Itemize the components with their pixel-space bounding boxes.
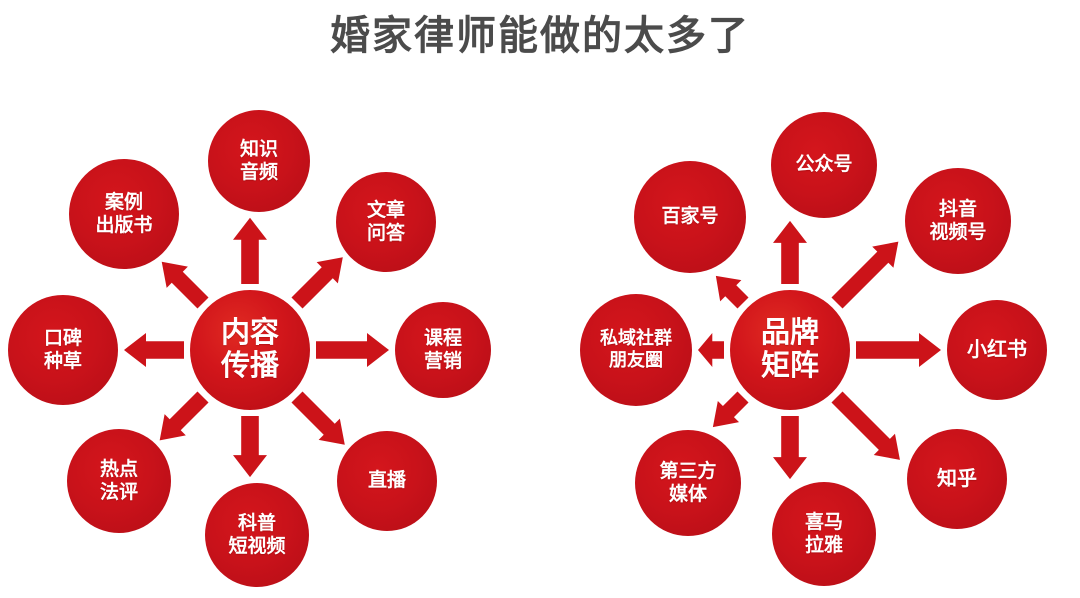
node-bubble-baijiahao[interactable]: 百家号 (634, 161, 746, 273)
arrow-wechat-official (773, 220, 807, 284)
node-bubble-livestream[interactable]: 直播 (337, 431, 437, 531)
center-label-line: 品牌 (760, 316, 819, 349)
node-label-line: 营销 (423, 351, 462, 372)
node-label-line: 拉雅 (804, 535, 843, 556)
arrow-ximalaya (773, 416, 807, 480)
node-label-line: 小红书 (967, 338, 1027, 361)
center-label-line: 传播 (220, 350, 279, 382)
node-label-line: 课程 (423, 327, 462, 349)
center-bubble-brand-matrix[interactable]: 品牌矩阵 (730, 290, 850, 410)
center-label-line: 矩阵 (760, 350, 819, 382)
node-bubble-douyin-channels[interactable]: 抖音视频号 (905, 168, 1011, 274)
node-bubble-private-community[interactable]: 私域社群朋友圈 (580, 294, 692, 406)
node-label-line: 口碑 (43, 327, 82, 349)
node-label-line: 热点 (99, 458, 138, 480)
node-label-line: 法评 (99, 482, 138, 503)
node-label-line: 视频号 (929, 222, 987, 243)
center-bubble-content-distribution[interactable]: 内容传播 (190, 290, 310, 410)
node-bubble-course-marketing[interactable]: 课程营销 (395, 302, 491, 398)
arrow-hot-legal-review (149, 386, 214, 451)
node-label-line: 媒体 (668, 484, 707, 505)
node-label-line: 公众号 (795, 154, 853, 176)
center-label-line: 内容 (220, 316, 279, 349)
node-label-line: 问答 (366, 223, 405, 244)
arrow-private-community (698, 333, 724, 367)
node-bubble-xiaohongshu[interactable]: 小红书 (947, 300, 1047, 400)
arrow-xiaohongshu (856, 333, 941, 367)
node-bubble-word-of-mouth[interactable]: 口碑种草 (8, 295, 118, 405)
arrow-word-of-mouth (124, 333, 184, 367)
node-bubble-ximalaya[interactable]: 喜马拉雅 (772, 482, 876, 586)
page-title: 婚家律师能做的太多了 (330, 14, 750, 58)
node-label-line: 朋友圈 (609, 350, 663, 370)
arrow-science-shorts (233, 416, 267, 478)
node-bubble-article-qa[interactable]: 文章问答 (336, 172, 436, 272)
arrow-case-book (151, 251, 214, 314)
node-label-line: 直播 (367, 470, 406, 492)
node-bubble-hot-legal-review[interactable]: 热点法评 (67, 429, 171, 533)
node-label-line: 科普 (237, 512, 276, 534)
node-label-line: 音频 (239, 162, 278, 183)
node-label-line: 百家号 (661, 206, 719, 228)
node-label-line: 种草 (43, 351, 82, 372)
node-label-line: 喜马 (804, 511, 843, 533)
arrow-douyin-channels (826, 231, 909, 314)
arrow-baijiahao (706, 266, 754, 314)
node-label-line: 抖音 (938, 198, 977, 220)
node-label-line: 知识 (239, 138, 278, 160)
node-bubble-wechat-official[interactable]: 公众号 (771, 112, 877, 218)
arrow-livestream (286, 386, 355, 455)
node-label-line: 私域社群 (600, 328, 672, 349)
node-label-line: 知乎 (937, 467, 977, 490)
diagram-content-distribution: 知识音频文章问答课程营销直播科普短视频热点法评口碑种草案例出版书内容传播 (8, 110, 491, 587)
node-label-line: 文章 (366, 199, 405, 221)
node-bubble-knowledge-audio[interactable]: 知识音频 (208, 110, 310, 212)
node-bubble-zhihu[interactable]: 知乎 (907, 429, 1007, 529)
node-label-line: 案例 (104, 191, 143, 213)
arrow-knowledge-audio (233, 217, 267, 284)
arrow-third-party-media (703, 386, 754, 437)
arrow-article-qa (286, 247, 353, 314)
diagram-brand-matrix: 公众号抖音视频号小红书知乎喜马拉雅第三方媒体私域社群朋友圈百家号品牌矩阵 (540, 0, 1080, 598)
node-label-line: 第三方 (659, 460, 717, 482)
arrow-course-marketing (316, 333, 389, 367)
node-label-line: 短视频 (228, 536, 286, 557)
node-label-line: 出版书 (95, 215, 153, 236)
node-bubble-science-shorts[interactable]: 科普短视频 (205, 483, 309, 587)
node-bubble-case-book[interactable]: 案例出版书 (69, 159, 179, 269)
node-bubble-third-party-media[interactable]: 第三方媒体 (635, 430, 741, 536)
arrow-zhihu (826, 386, 910, 470)
